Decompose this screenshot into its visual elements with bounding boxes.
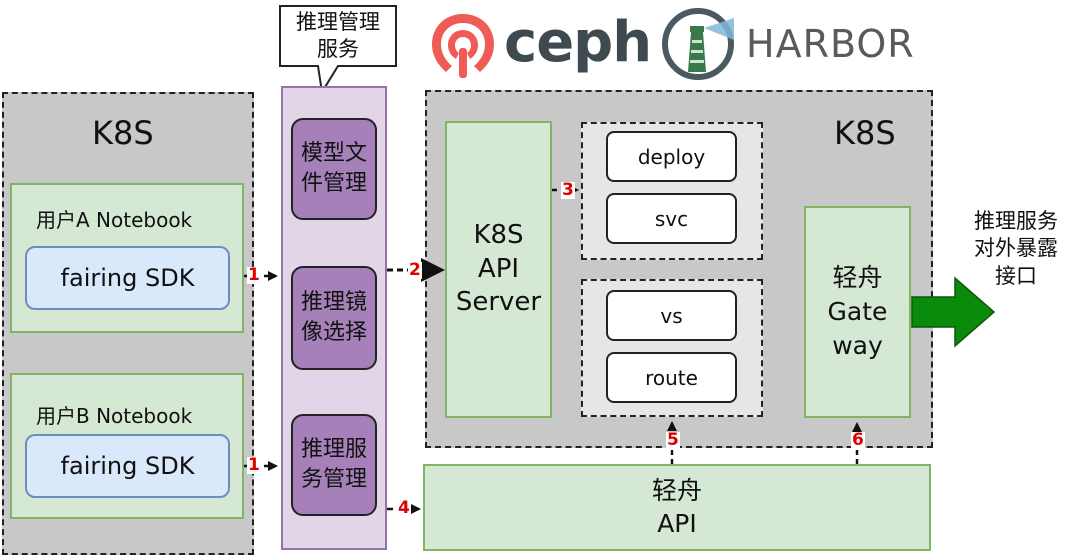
notebook-a-sdk[interactable]: fairing SDK	[25, 246, 230, 310]
notebook-b-label: 用户B Notebook	[36, 404, 193, 428]
route-resource[interactable]: route	[606, 352, 737, 403]
ceph-logo: ceph	[428, 8, 658, 84]
step-2: 2	[408, 260, 422, 280]
notebook-b-sdk[interactable]: fairing SDK	[25, 434, 230, 498]
model-file-management[interactable]: 模型文 件管理	[291, 118, 377, 220]
qingzhou-api[interactable]: 轻舟 API	[423, 464, 931, 551]
harbor-logo: HARBOR	[660, 6, 930, 82]
right-cluster-title: K8S	[834, 114, 896, 152]
notebook-a-label: 用户A Notebook	[36, 208, 193, 232]
step-1a: 1	[247, 265, 261, 285]
inference-service-management[interactable]: 推理服 务管理	[291, 414, 377, 516]
svc-resource[interactable]: svc	[606, 193, 737, 244]
qingzhou-gateway[interactable]: 轻舟 Gate way	[804, 206, 911, 418]
ceph-octopus-icon	[432, 14, 494, 78]
vs-resource[interactable]: vs	[606, 290, 737, 341]
step-3: 3	[561, 180, 575, 200]
external-exposure-label: 推理服务 对外暴露 接口	[974, 209, 1058, 288]
step-5: 5	[666, 430, 680, 450]
left-cluster-title: K8S	[92, 114, 154, 152]
ceph-wordmark: ceph	[504, 10, 652, 75]
harbor-wordmark: HARBOR	[746, 22, 915, 66]
k8s-api-server[interactable]: K8S API Server	[445, 121, 552, 418]
step-4: 4	[397, 498, 411, 518]
deploy-resource[interactable]: deploy	[606, 131, 737, 182]
harbor-lighthouse-icon	[662, 8, 734, 80]
step-1b: 1	[247, 455, 261, 475]
exposure-arrow	[911, 276, 996, 348]
callout-text: 推理管理 服务	[296, 9, 380, 61]
inference-image-selection[interactable]: 推理镜 像选择	[291, 266, 377, 370]
step-6: 6	[851, 430, 865, 450]
